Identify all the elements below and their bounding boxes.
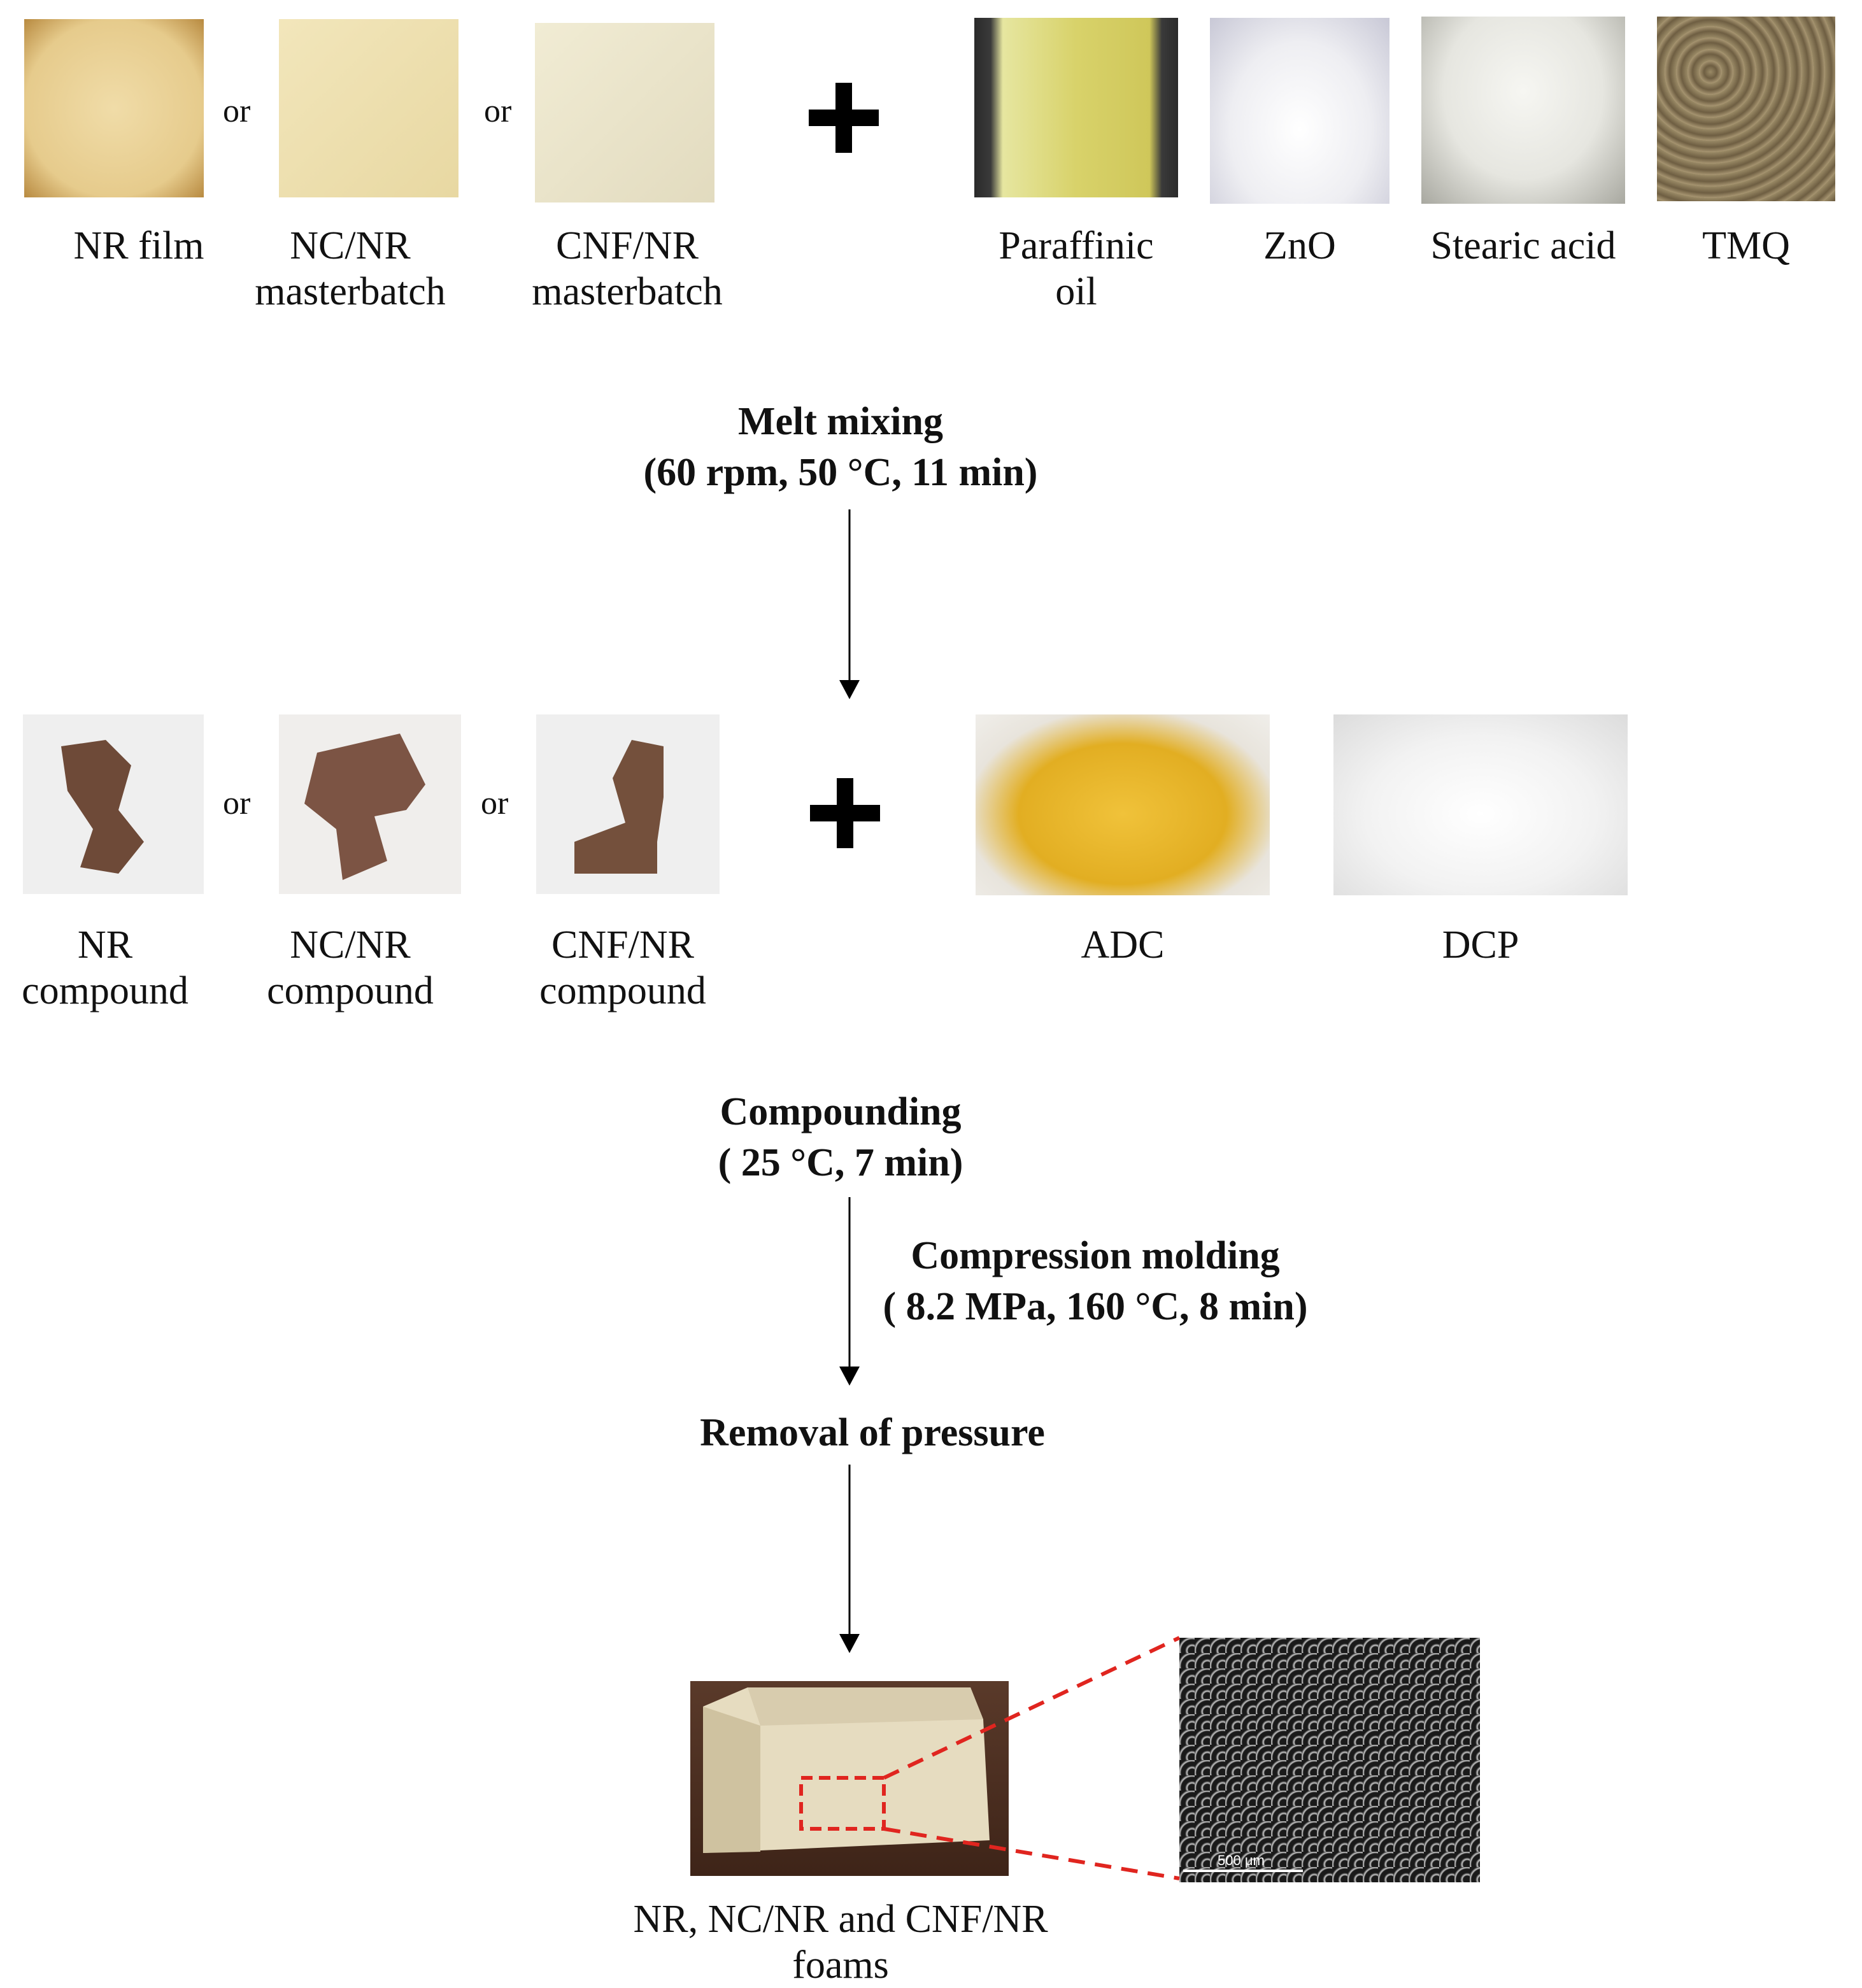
tmq-label: TMQ xyxy=(1702,224,1790,267)
sem-scale-label: 500 μm xyxy=(1218,1852,1265,1868)
melt-mixing-step: Melt mixing(60 rpm, 50 °C, 11 min) xyxy=(643,400,1038,494)
zoom-indicator xyxy=(799,1636,1181,1880)
dcp-photo xyxy=(1333,714,1628,895)
adc-label: ADC xyxy=(1081,923,1165,967)
compression-molding-step: Compression molding( 8.2 MPa, 160 °C, 8 … xyxy=(883,1234,1308,1328)
removal-of-pressure-step: Removal of pressure xyxy=(700,1411,1045,1454)
compounding-step: Compounding( 25 °C, 7 min) xyxy=(718,1090,963,1184)
nr-film-label: NR film xyxy=(73,224,204,267)
zno-photo xyxy=(1210,18,1389,204)
dcp-label: DCP xyxy=(1442,923,1519,967)
or-label: or xyxy=(484,93,512,129)
plus-icon xyxy=(809,83,879,153)
nc-nr-masterbatch-photo xyxy=(279,19,458,197)
stearic-acid-photo xyxy=(1421,17,1625,204)
plus-icon xyxy=(810,778,880,848)
sem-micrograph: 500 μm xyxy=(1179,1638,1480,1882)
arrow-melt-mixing xyxy=(839,509,860,699)
or-label: or xyxy=(481,785,509,821)
zno-label: ZnO xyxy=(1263,224,1336,267)
or-label: or xyxy=(223,785,251,821)
cnf-nr-compound-photo xyxy=(536,714,720,894)
adc-photo xyxy=(976,714,1270,895)
or-label: or xyxy=(223,93,251,129)
cnf-nr-masterbatch-photo xyxy=(535,23,714,202)
nc-nr-compound-photo xyxy=(279,714,461,894)
sem-scale-bar xyxy=(1183,1870,1303,1872)
nr-film-photo xyxy=(24,19,204,197)
foam-block-photo xyxy=(690,1681,1009,1876)
stearic-acid-label: Stearic acid xyxy=(1430,224,1616,267)
arrow-to-foams xyxy=(839,1465,860,1653)
nr-compound-photo xyxy=(23,714,204,894)
arrow-compression-molding xyxy=(839,1197,860,1386)
paraffinic-oil-photo xyxy=(974,18,1178,197)
tmq-photo xyxy=(1657,17,1835,201)
